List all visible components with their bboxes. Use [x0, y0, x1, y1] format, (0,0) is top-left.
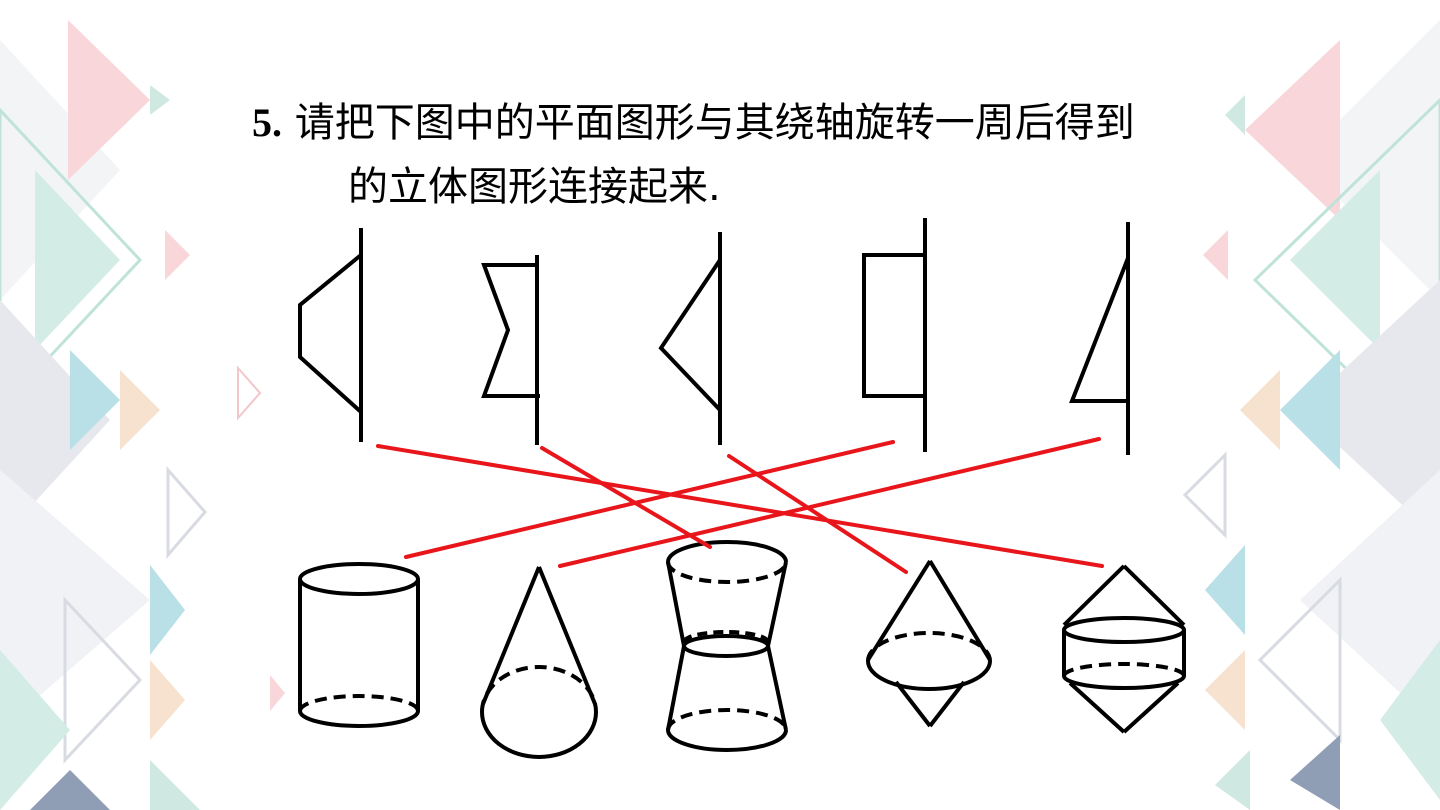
deco-triangle [1225, 95, 1245, 135]
notched-shape-outline [481, 263, 540, 398]
plane-figure-2 [481, 255, 540, 445]
deco-triangle [70, 350, 120, 450]
deco-triangle [1203, 230, 1228, 280]
double-cone-upper-left-edge [866, 559, 932, 662]
frustum-lower-right-edge [766, 645, 788, 731]
frustum-upper-right-edge [766, 561, 788, 647]
composite-lower-rim-front [1062, 675, 1186, 690]
plane-figure-4 [862, 218, 927, 452]
question-line-2: 的立体图形连接起来. [348, 164, 721, 210]
deco-triangle [1290, 735, 1340, 810]
composite-upper-rim-back [1062, 616, 1186, 631]
solid-cone [480, 566, 598, 759]
plane-figure-1 [298, 228, 363, 442]
deco-triangle [150, 660, 185, 740]
frustum-lower-left-edge [666, 645, 686, 731]
connector-2-to-3 [540, 446, 712, 549]
composite-top-left-edge [1062, 564, 1126, 627]
solid-cylinder-with-cones [1062, 564, 1186, 734]
answer-connectors [376, 437, 1104, 574]
deco-triangle [1280, 350, 1340, 470]
deco-triangle [1240, 370, 1280, 450]
frustum-base-back-dashed [666, 708, 788, 731]
cone-left-edge [481, 566, 541, 705]
connector-4-to-1 [404, 440, 895, 559]
solid-cylinder [298, 562, 420, 728]
frustum-upper-left-edge [666, 561, 686, 647]
deco-triangle [1245, 40, 1340, 220]
deco-triangle [0, 470, 150, 730]
composite-bottom-left-edge [1068, 681, 1126, 734]
deco-triangle [166, 466, 207, 560]
solid-double-frustum [666, 540, 788, 752]
deco-triangle [1290, 170, 1380, 350]
composite-bottom-right-edge [1122, 681, 1180, 734]
rectangle-outline [862, 253, 925, 398]
frustum-base-front [666, 729, 788, 752]
deco-triangle [35, 170, 120, 350]
deco-triangle [0, 650, 70, 810]
deco-triangle [165, 230, 190, 280]
question-text: 5. 请把下图中的平面图形与其绕轴旋转一周后得到 的立体图形连接起来. [252, 96, 1172, 214]
deco-triangle [1300, 470, 1440, 730]
triangle-outline [658, 258, 722, 412]
deco-triangle [30, 770, 110, 810]
double-cone-lower-left-edge [894, 680, 932, 728]
cylinder-top-ellipse [298, 562, 420, 596]
cone-base-front [480, 711, 598, 759]
composite-upper-rim-front [1062, 629, 1186, 644]
deco-triangle [68, 20, 150, 180]
question-number: 5. [252, 100, 282, 145]
solid-double-cone [866, 559, 992, 728]
deco-triangle [120, 370, 160, 450]
deco-triangle [0, 40, 120, 300]
deco-triangle [1380, 640, 1440, 800]
cone-right-edge [537, 566, 597, 705]
deco-triangle [1205, 545, 1245, 635]
double-cone-middle-back-dashed [866, 631, 992, 662]
deco-triangle [1300, 20, 1440, 300]
cone-base-back-dashed [480, 665, 598, 713]
deco-triangle [63, 596, 143, 764]
composite-lower-rim-dashed [1062, 662, 1186, 677]
deco-triangle [1215, 750, 1250, 810]
deco-triangle [150, 565, 185, 655]
frustum-top-front-dashed [666, 561, 788, 584]
trapezoid-outline [298, 253, 363, 414]
plane-figure-3 [658, 232, 722, 445]
double-cone-middle-front [866, 660, 992, 691]
cylinder-base-back-dashed [298, 694, 420, 712]
deco-triangle [270, 675, 285, 711]
double-cone-lower-right-edge [928, 680, 966, 728]
frustum-top-rim [666, 540, 788, 563]
frustum-waist-dashed [682, 630, 770, 643]
deco-triangle [1182, 451, 1227, 539]
cylinder-base-front [298, 710, 420, 728]
question-line-1: 请把下图中的平面图形与其绕轴旋转一周后得到 [294, 100, 1135, 146]
deco-triangle [237, 365, 262, 421]
plane-figure-5 [1069, 222, 1130, 455]
frustum-waist-ellipse [682, 634, 770, 658]
right-triangle-outline [1069, 257, 1130, 403]
deco-triangle [0, 300, 110, 540]
connector-1-to-5 [376, 444, 1104, 568]
deco-triangle [0, 107, 143, 413]
deco-triangle [1205, 650, 1245, 730]
connector-5-to-2 [558, 437, 1101, 568]
composite-top-right-edge [1122, 564, 1186, 627]
deco-triangle [1257, 576, 1342, 744]
deco-triangle [150, 760, 200, 810]
deco-triangle [150, 85, 170, 115]
deco-triangle [1300, 280, 1440, 540]
